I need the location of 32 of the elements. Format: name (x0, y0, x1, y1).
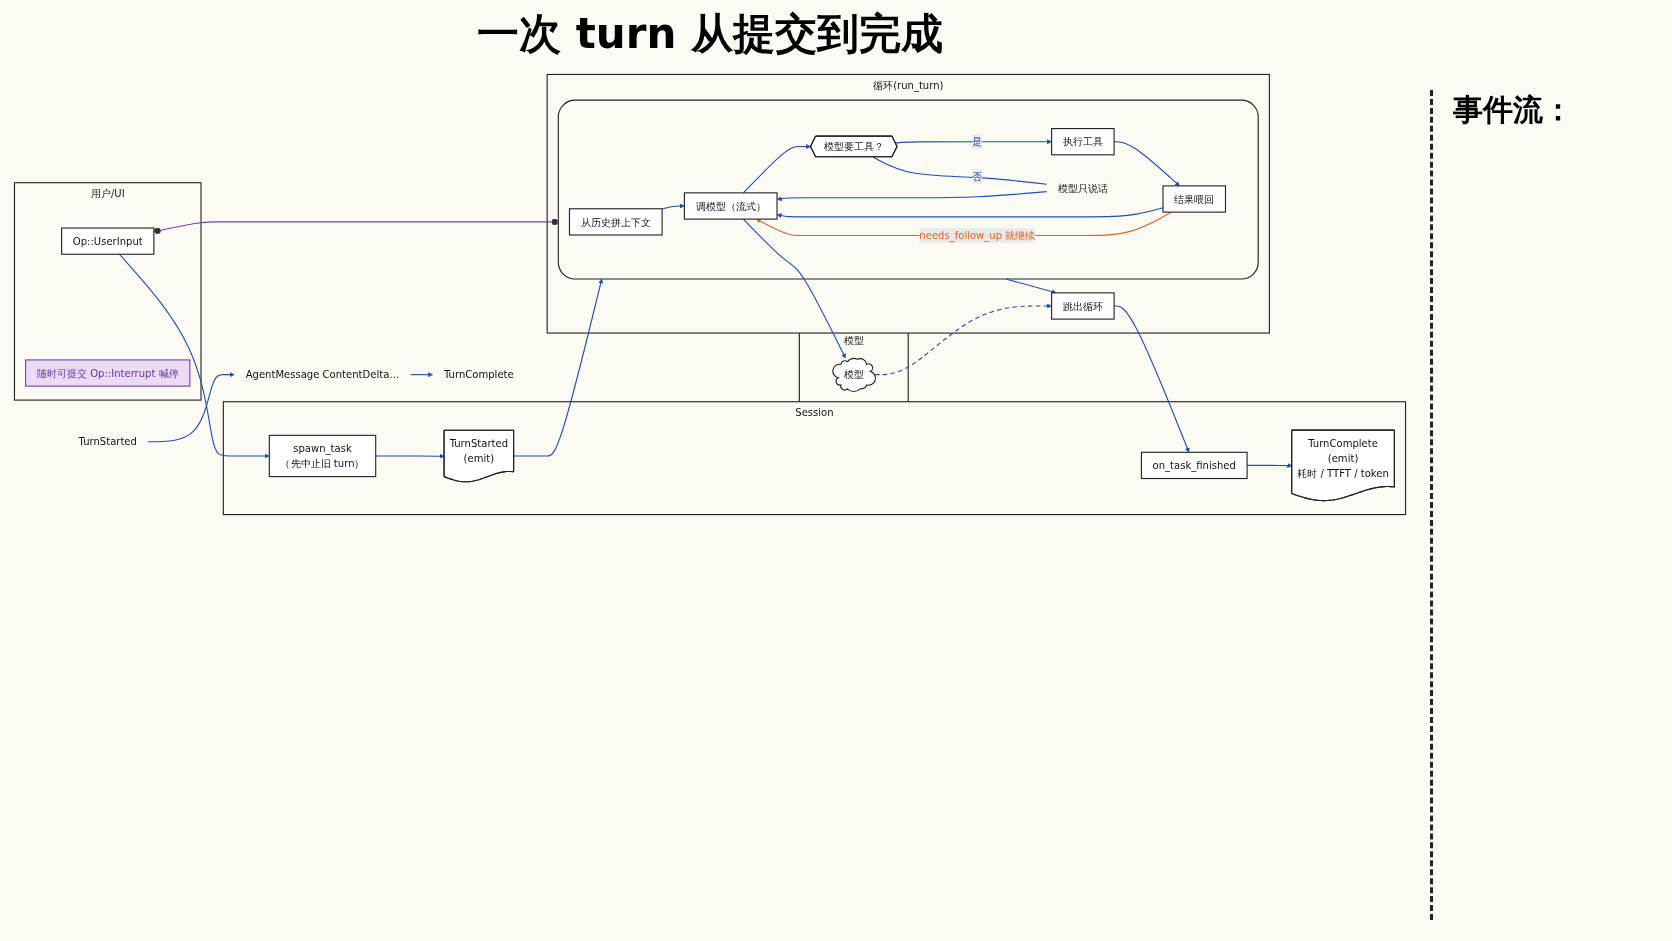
node-text: TurnComplete (443, 368, 514, 381)
connector (153, 218, 559, 235)
node-box: 结果喂回 (1162, 185, 1227, 213)
node-text: TurnStarted (78, 435, 137, 448)
cluster (557, 99, 1259, 280)
edge-label: needs_follow_up 就继续 (919, 229, 1036, 242)
arrow (147, 372, 235, 443)
arrow (894, 139, 1052, 145)
edge-label: 是 (972, 135, 983, 148)
node-box: 执行工具 (1051, 128, 1115, 156)
arrow (375, 453, 445, 459)
arrow (874, 303, 1052, 376)
node-text: 模型只说话 (1057, 182, 1108, 195)
arrow (661, 203, 685, 210)
node-box: Op::UserInput (61, 227, 155, 255)
arrow (513, 278, 604, 457)
arrow (742, 218, 846, 359)
diagram-title: 一次 turn 从提交到完成 (476, 8, 944, 60)
node-box: 随时可提交 Op::Interrupt 喊停 (25, 359, 191, 387)
node-box: spawn_task （先中止旧 turn） (268, 434, 377, 478)
node-text: AgentMessage ContentDelta… (245, 368, 400, 381)
node-box: 从历史拼上下文 (568, 208, 663, 236)
edge-label: 否 (972, 170, 983, 183)
arrow (118, 253, 270, 459)
node-box: 跳出循环 (1051, 292, 1115, 320)
node-box: on_task_finished (1140, 451, 1248, 480)
arrow (1005, 278, 1057, 295)
connector (872, 156, 1048, 185)
node-box: 调模型（流式） (683, 192, 778, 220)
panel-heading: 事件流： (1453, 91, 1573, 129)
arrow (409, 372, 434, 378)
arrow (742, 144, 811, 194)
